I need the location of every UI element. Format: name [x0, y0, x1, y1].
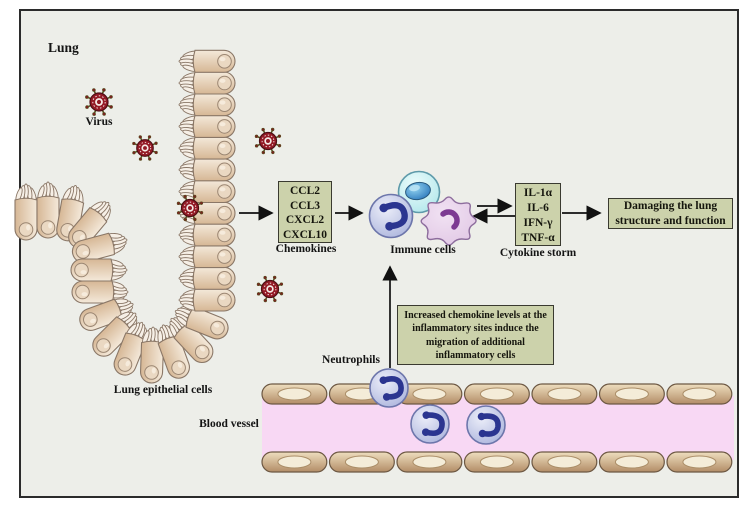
- info-line: migration of additional: [426, 336, 525, 348]
- virus-icon: [256, 275, 284, 303]
- endothelial-cell: [666, 383, 733, 405]
- epithelial-cell: [178, 49, 236, 73]
- cytokine-item: IL-1α: [523, 187, 553, 199]
- label-immune-cells: Immune cells: [390, 244, 456, 256]
- info-line: inflammatory sites induce the: [412, 323, 539, 335]
- endothelial-cell: [261, 451, 328, 473]
- endothelial-cell: [598, 451, 665, 473]
- virus-icon: [176, 194, 204, 222]
- epithelial-cell: [71, 280, 129, 304]
- endothelial-cell: [666, 451, 733, 473]
- epithelial-cell: [178, 223, 236, 247]
- epithelial-cell: [178, 245, 236, 269]
- endothelial-cell: [463, 451, 530, 473]
- cytokine-item: TNF-α: [521, 232, 555, 244]
- endothelial-cell: [531, 451, 598, 473]
- chemokine-item: CCL2: [289, 185, 321, 197]
- epithelial-cell: [178, 158, 236, 182]
- flow-arrows: [239, 198, 602, 368]
- endothelial-cell: [396, 451, 463, 473]
- epithelial-cell: [178, 114, 236, 138]
- epithelial-cell: [178, 179, 236, 204]
- cytokine-storm-box: IL-1α IL-6 IFN-γ TNF-α: [515, 183, 561, 246]
- virus-icon: [254, 127, 282, 155]
- neutrophil-cell: [466, 405, 506, 445]
- label-virus: Virus: [85, 116, 113, 128]
- epithelial-cell: [92, 311, 138, 357]
- endothelial-cell: [261, 383, 328, 405]
- label-neutrophils: Neutrophils: [322, 354, 380, 366]
- endothelial-cell: [328, 451, 395, 473]
- chemokine-item: CXCL2: [285, 214, 325, 226]
- epithelial-cell: [79, 298, 134, 331]
- lymphocyte-cell: [397, 170, 441, 214]
- epithelial-cell: [174, 305, 229, 340]
- virus-icon: [132, 135, 158, 161]
- endothelial-cell: [531, 383, 598, 405]
- label-chemokines: Chemokines: [275, 243, 337, 255]
- label-blood-vessel: Blood vessel: [199, 418, 259, 430]
- immune-neutrophil-cell: [368, 193, 414, 239]
- endothelial-cell: [598, 383, 665, 405]
- info-line: inflammatory cells: [435, 350, 516, 362]
- macrophage-nucleus: [440, 209, 460, 230]
- epithelial-cell: [140, 326, 165, 384]
- chemokine-item: CCL3: [289, 199, 321, 212]
- cytokine-item: IL-6: [527, 202, 549, 214]
- epithelial-cell: [70, 258, 128, 282]
- epithelial-cell: [178, 266, 236, 290]
- info-box: Increased chemokine levels at the inflam…: [397, 305, 554, 365]
- epithelial-cell: [178, 93, 236, 117]
- info-line: Increased chemokine levels at the: [404, 310, 547, 321]
- neutrophil-cell: [369, 368, 409, 408]
- lung-epithelium: [14, 49, 236, 384]
- chemokine-item: CXCL10: [282, 228, 328, 241]
- macrophage-cell: [420, 196, 477, 246]
- label-lung-epithelial-cells: Lung epithelial cells: [113, 384, 213, 396]
- damage-box: Damaging the lung structure and function: [608, 198, 733, 229]
- epithelial-cell: [178, 136, 236, 160]
- virus-icon: [85, 88, 113, 116]
- epithelial-cell: [36, 181, 60, 239]
- endothelial-cell: [463, 383, 530, 405]
- label-cytokine-storm: Cytokine storm: [499, 247, 577, 259]
- cytokine-item: IFN-γ: [523, 217, 553, 229]
- chemokines-box: CCL2 CCL3 CXCL2 CXCL10: [278, 181, 332, 243]
- endothelial-cell: [396, 383, 463, 405]
- epithelial-cell: [14, 183, 38, 241]
- neutrophil-cell: [410, 404, 450, 444]
- epithelial-cell: [68, 201, 111, 249]
- epithelial-cell: [178, 288, 236, 312]
- epithelial-cell: [71, 232, 128, 263]
- epithelial-cell: [178, 71, 236, 95]
- label-lung: Lung: [48, 40, 79, 55]
